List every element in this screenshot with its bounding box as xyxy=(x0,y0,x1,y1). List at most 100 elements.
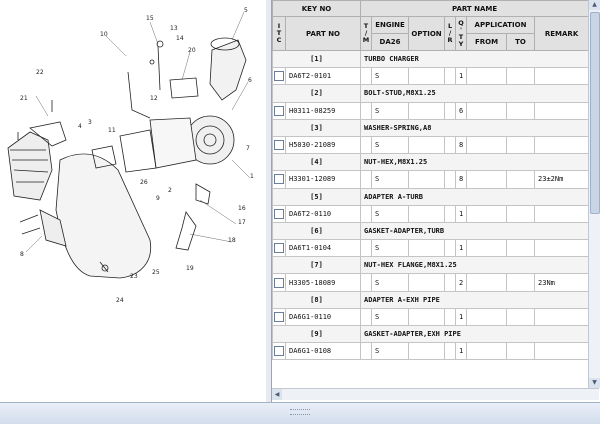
part-group-row[interactable]: [7]NUT-HEX FLANGE,M8X1.25 xyxy=(272,256,588,275)
tm-cell xyxy=(360,273,373,292)
part-group-row[interactable]: [6]GASKET-ADAPTER,TURB xyxy=(272,221,588,241)
from-cell xyxy=(466,135,508,155)
callout-2[interactable]: 2 xyxy=(168,187,172,194)
part-no-cell[interactable]: DA6G1-0110 xyxy=(284,307,362,327)
scroll-left-icon[interactable]: ◀ xyxy=(272,389,282,400)
row-checkbox[interactable] xyxy=(274,277,284,288)
vertical-scrollbar[interactable]: ▲ ▼ xyxy=(588,0,600,388)
lr-cell xyxy=(444,307,457,327)
callout-11[interactable]: 11 xyxy=(108,127,116,134)
part-no-cell[interactable]: DA6G1-0108 xyxy=(284,342,362,361)
part-group-row[interactable]: [1]TURBO CHARGER xyxy=(272,49,588,69)
part-no-cell[interactable]: DA6T2-0101 xyxy=(284,67,362,86)
part-no-cell[interactable]: H0311-08259 xyxy=(284,101,362,120)
row-checkbox[interactable] xyxy=(274,346,284,357)
lr-cell xyxy=(444,204,457,223)
callout-12[interactable]: 12 xyxy=(150,95,158,102)
callout-8[interactable]: 8 xyxy=(20,251,24,258)
callout-1[interactable]: 1 xyxy=(250,173,254,180)
row-checkbox[interactable] xyxy=(274,140,284,151)
scroll-up-icon[interactable]: ▲ xyxy=(589,0,600,10)
qty-cell: 1 xyxy=(455,342,468,361)
row-checkbox[interactable] xyxy=(274,71,284,82)
tm-cell xyxy=(360,170,373,189)
callout-26[interactable]: 26 xyxy=(140,179,148,186)
callout-23[interactable]: 23 xyxy=(130,273,138,280)
callout-13[interactable]: 13 xyxy=(170,25,178,32)
engine-cell: S xyxy=(371,204,410,223)
part-no-cell[interactable]: H3301-12089 xyxy=(284,170,362,189)
to-cell xyxy=(506,342,536,361)
engine-cell: S xyxy=(371,239,410,258)
option-cell xyxy=(408,170,446,189)
from-cell xyxy=(466,204,508,223)
horizontal-scrollbar[interactable]: ◀ xyxy=(272,388,599,400)
tm-cell xyxy=(360,135,373,155)
part-group-row[interactable]: [2]BOLT-STUD,M8X1.25 xyxy=(272,84,588,103)
callout-20[interactable]: 20 xyxy=(188,47,196,54)
callout-16[interactable]: 16 xyxy=(238,205,246,212)
part-group-row[interactable]: [4]NUT-HEX,M8X1.25 xyxy=(272,153,588,172)
row-checkbox[interactable] xyxy=(274,174,284,185)
row-select-cell xyxy=(272,135,286,155)
callout-5[interactable]: 5 xyxy=(244,7,248,14)
callout-15[interactable]: 15 xyxy=(146,15,154,22)
part-group-row[interactable]: [8]ADAPTER A-EXH PIPE xyxy=(272,290,588,309)
row-checkbox[interactable] xyxy=(274,208,284,219)
vertical-scroll-thumb[interactable] xyxy=(590,12,600,214)
callout-25[interactable]: 25 xyxy=(152,269,160,276)
callout-14[interactable]: 14 xyxy=(176,35,184,42)
callout-21[interactable]: 21 xyxy=(20,95,28,102)
row-checkbox[interactable] xyxy=(274,243,284,254)
lr-cell xyxy=(444,342,457,361)
row-checkbox[interactable] xyxy=(274,311,284,322)
callout-6[interactable]: 6 xyxy=(248,77,252,84)
engine-cell: S xyxy=(371,101,410,120)
callout-18[interactable]: 18 xyxy=(228,237,236,244)
tm-cell xyxy=(360,239,373,258)
callout-3[interactable]: 3 xyxy=(88,119,92,126)
row-select-cell xyxy=(272,342,286,361)
qty-cell: 1 xyxy=(455,239,468,258)
pane-splitter[interactable] xyxy=(266,0,272,402)
resize-grip[interactable] xyxy=(290,409,310,415)
remark-cell xyxy=(534,342,588,361)
callout-17[interactable]: 17 xyxy=(238,219,246,226)
callout-10[interactable]: 10 xyxy=(100,31,108,38)
part-no-cell[interactable]: H5030-21089 xyxy=(284,135,362,155)
part-group-row[interactable]: [9]GASKET-ADAPTER,EXH PIPE xyxy=(272,324,588,344)
callout-22[interactable]: 22 xyxy=(36,69,44,76)
callout-19[interactable]: 19 xyxy=(186,265,194,272)
callout-9[interactable]: 9 xyxy=(156,195,160,202)
part-no-cell[interactable]: DA6T1-0104 xyxy=(284,239,362,258)
bottom-status-bar xyxy=(0,402,600,424)
callout-24[interactable]: 24 xyxy=(116,297,124,304)
part-row[interactable]: DA6T1-0104 S 1 xyxy=(272,239,588,258)
callout-7[interactable]: 7 xyxy=(246,145,250,152)
part-name-cell: ADAPTER A-TURB xyxy=(360,187,588,206)
engine-cell: S xyxy=(371,135,410,155)
lr-cell xyxy=(444,135,457,155)
option-cell xyxy=(408,342,446,361)
part-group-row[interactable]: [5]ADAPTER A-TURB xyxy=(272,187,588,206)
row-checkbox[interactable] xyxy=(274,105,284,116)
from-cell xyxy=(466,342,508,361)
part-no-cell[interactable]: H3305-18089 xyxy=(284,273,362,292)
part-group-row[interactable]: [3]WASHER-SPRING,A8 xyxy=(272,118,588,137)
scroll-down-icon[interactable]: ▼ xyxy=(589,378,600,388)
callout-4[interactable]: 4 xyxy=(78,123,82,130)
part-no-cell[interactable]: DA6T2-0110 xyxy=(284,204,362,223)
exploded-parts-diagram[interactable]: 1 2 3 4 5 6 7 8 9 10 11 12 13 14 15 16 1… xyxy=(0,0,266,402)
